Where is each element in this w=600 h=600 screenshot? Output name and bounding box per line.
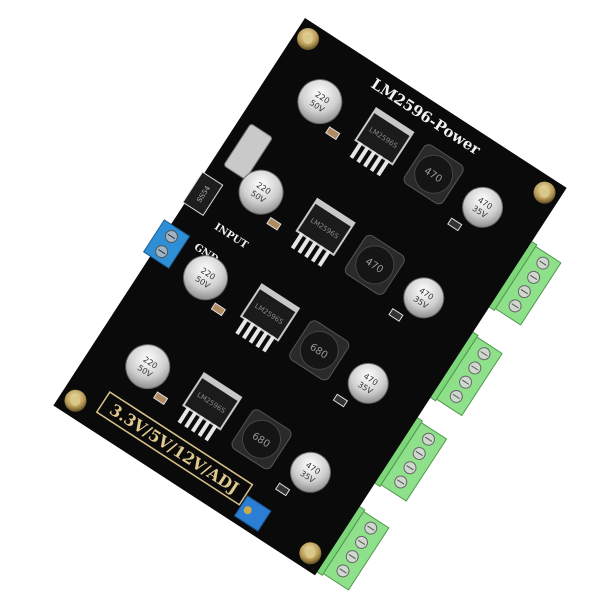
- smd-capacitor: [325, 126, 341, 141]
- regulator-pin: [369, 154, 383, 172]
- terminal-screw-slot: [367, 525, 375, 531]
- inductor-core: [242, 419, 282, 459]
- regulator-body: [242, 289, 296, 339]
- smd-capacitor: [266, 216, 282, 231]
- regulator-pin: [255, 330, 269, 349]
- terminal-screw-slot: [480, 351, 488, 357]
- regulator-pin: [184, 410, 198, 429]
- regulator-pin: [317, 249, 331, 267]
- output-capacitor: [462, 186, 504, 228]
- terminal-screw-slot: [424, 436, 433, 442]
- regulator-pin: [241, 322, 256, 340]
- terminal-screw-slot: [461, 379, 470, 385]
- regulator-body: [356, 113, 410, 163]
- regulator-pin: [235, 317, 249, 336]
- terminal-screw-slot: [520, 289, 528, 295]
- terminal-screw-slot: [397, 479, 405, 485]
- terminal-screw-slot: [348, 554, 356, 560]
- terminal-screw-slot: [339, 568, 347, 574]
- input-capacitor: [238, 169, 284, 215]
- regulator-pin: [363, 150, 377, 168]
- regulator-pin: [297, 236, 311, 254]
- terminal-screw-slot: [529, 274, 538, 280]
- fuse: [224, 124, 272, 179]
- regulator-body: [184, 378, 238, 428]
- adjust-trimmer-potentiometer[interactable]: [233, 495, 272, 532]
- output-capacitor: [289, 451, 331, 493]
- inductor-core: [414, 154, 454, 194]
- smd-resistor: [447, 217, 463, 232]
- terminal-screw-slot: [511, 303, 519, 309]
- regulator-pin: [197, 419, 211, 437]
- regulator-pin: [310, 245, 325, 263]
- terminal-screw-slot: [539, 260, 547, 266]
- terminal-screw-slot: [415, 450, 423, 457]
- smd-capacitor: [153, 391, 169, 406]
- smd-capacitor: [210, 302, 226, 317]
- inductor-core: [355, 245, 395, 285]
- terminal-screw-slot: [357, 539, 366, 545]
- regulator-pin: [376, 159, 390, 177]
- input-capacitor: [183, 255, 229, 301]
- diode: [182, 171, 224, 217]
- output-capacitor: [403, 277, 445, 319]
- input-capacitor: [297, 79, 343, 125]
- regulator-pin: [290, 232, 305, 250]
- mounting-holes: [64, 28, 556, 565]
- regulator-pin: [304, 240, 318, 259]
- terminal-screw-slot: [471, 365, 479, 371]
- smd-resistor: [388, 308, 404, 322]
- regulator-pin: [204, 424, 218, 442]
- regulator-pin: [349, 141, 363, 159]
- inductor-core: [299, 330, 339, 370]
- smd-resistor: [332, 393, 349, 408]
- smd-resistor: [275, 482, 291, 497]
- input-capacitor: [125, 344, 171, 390]
- regulator-body: [298, 203, 351, 254]
- regulator-pin: [177, 406, 191, 424]
- regulator-pin: [248, 326, 262, 344]
- terminal-screw-slot: [452, 393, 460, 400]
- regulator-pin: [190, 415, 205, 433]
- regulator-pin: [262, 335, 276, 353]
- input-terminal-block[interactable]: [142, 219, 191, 269]
- regulator-pin: [356, 145, 370, 164]
- output-capacitor: [347, 362, 389, 404]
- terminal-screw-slot: [406, 465, 414, 471]
